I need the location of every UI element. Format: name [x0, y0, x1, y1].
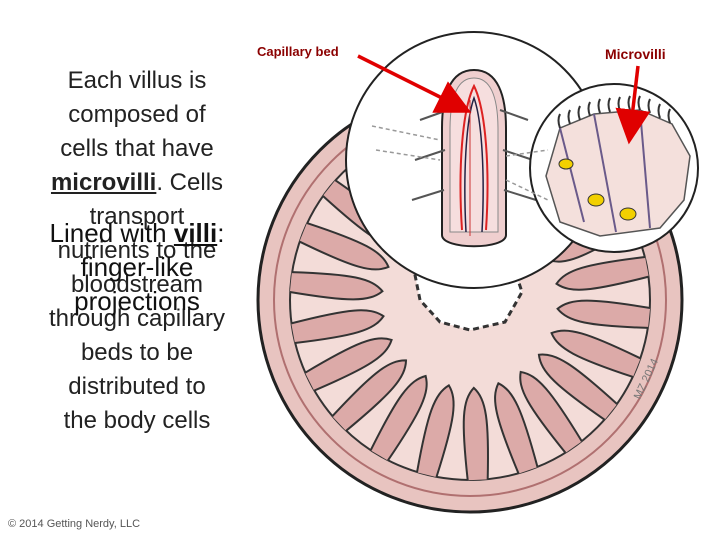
cell-nucleus [619, 207, 637, 221]
microvillus [557, 113, 561, 129]
text-line: through capillary [48, 305, 226, 332]
villi-definition-text: Lined with villi: finger-like projection… [22, 216, 252, 318]
text-line: beds to be [80, 339, 194, 366]
cell-nucleus [587, 193, 605, 207]
capillary-bed-arrow [357, 54, 472, 113]
text-line: distributed to [68, 373, 206, 400]
microvillus [597, 98, 601, 114]
villus [462, 386, 489, 481]
villus [331, 359, 408, 432]
text-line: microvilli. Cells [50, 169, 224, 196]
villus [494, 381, 539, 474]
microvillus [577, 105, 581, 121]
microvilli-term: microvilli [50, 169, 157, 196]
cell-nucleus [558, 158, 574, 170]
text-line: cells that have [60, 135, 214, 162]
villus [299, 222, 390, 271]
villus [416, 384, 455, 478]
microvillus [607, 97, 611, 113]
microvillus [567, 109, 571, 125]
villus-magnified-view [345, 31, 603, 289]
text-line: bloodstream [70, 271, 204, 298]
microvillus [587, 101, 591, 117]
capillary-vessel [459, 83, 489, 231]
microvilli-label: Microvilli [605, 46, 666, 62]
text-line: composed of [68, 101, 206, 128]
text-line: Each villus is [67, 67, 207, 94]
microvilli-arrow [615, 65, 651, 145]
text-line: transport [89, 203, 185, 230]
text-line: the body cells [63, 407, 211, 434]
villus [369, 374, 428, 462]
text-line: nutrients to the [57, 237, 217, 264]
explanation-text: Each villus is composed of cells that ha… [22, 64, 252, 438]
microvillus [657, 103, 661, 119]
villus [290, 309, 385, 345]
villus [550, 329, 641, 378]
villus [556, 299, 651, 329]
text-line: projections [74, 286, 200, 316]
villus [519, 370, 583, 454]
copyright-notice: © 2014 Getting Nerdy, LLC [8, 518, 141, 530]
text-line: Lined with villi: [49, 218, 225, 248]
villus [304, 337, 393, 392]
microvillus [667, 108, 671, 124]
villus [555, 255, 650, 291]
villus [289, 271, 384, 301]
villus [537, 353, 618, 421]
text-line: finger-like [80, 252, 194, 282]
capillary-bed-label: Capillary bed [257, 44, 339, 59]
microvilli-magnified-view [529, 83, 699, 253]
villi-term: villi [173, 218, 218, 248]
